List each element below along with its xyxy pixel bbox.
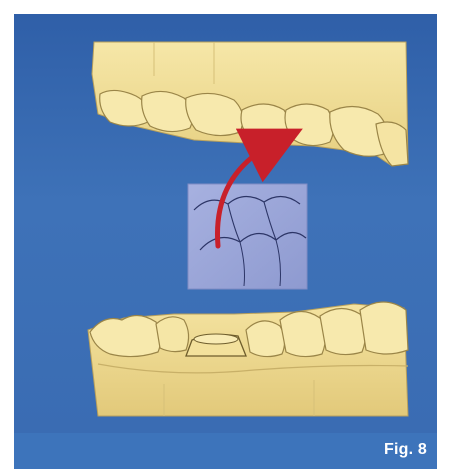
scan-patch[interactable] xyxy=(188,184,307,289)
lower-jaw-model[interactable] xyxy=(88,302,408,416)
caption-bar: Fig. 8 xyxy=(14,433,437,469)
3d-viewport[interactable] xyxy=(14,14,437,433)
dental-scene xyxy=(14,14,437,433)
figure-label: Fig. 8 xyxy=(384,441,427,459)
upper-jaw-model[interactable] xyxy=(92,42,408,166)
